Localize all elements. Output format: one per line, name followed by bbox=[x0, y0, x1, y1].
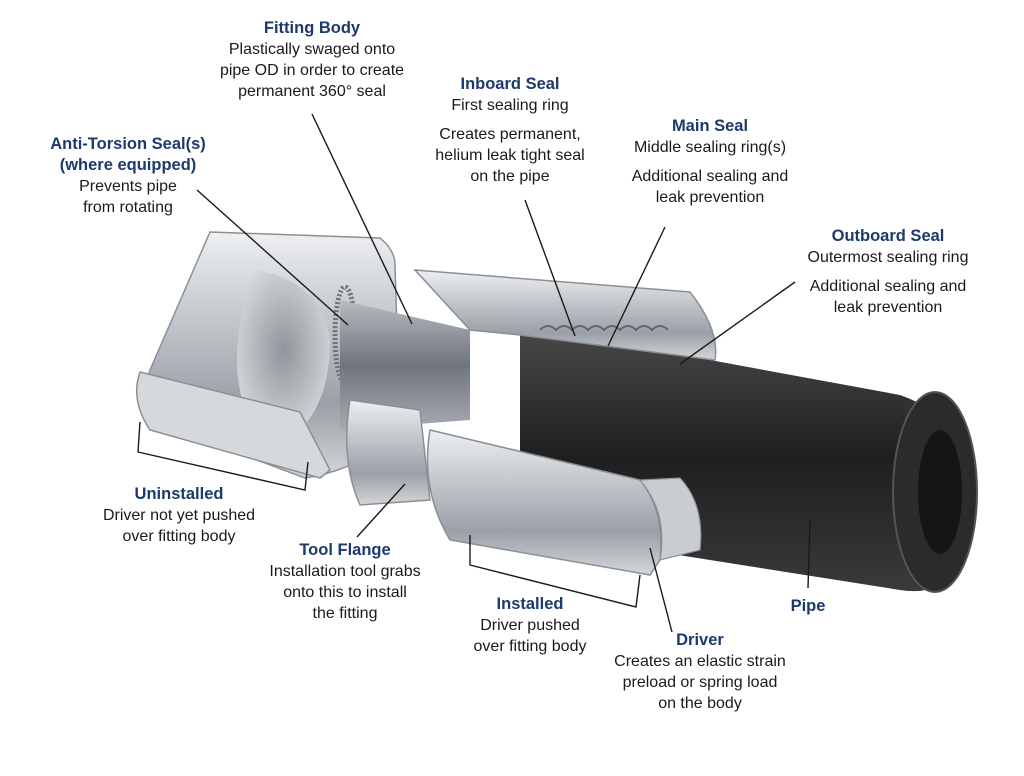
seal-ridges bbox=[539, 325, 669, 332]
driver-line-2: preload or spring load bbox=[622, 674, 778, 691]
label-uninstalled: Uninstalled Driver not yet pushed over f… bbox=[88, 484, 270, 547]
label-pipe: Pipe bbox=[778, 596, 838, 617]
fitting-body-bore bbox=[237, 270, 330, 430]
anti-torsion-line-1: Prevents pipe bbox=[79, 178, 177, 195]
main-seal-title: Main Seal bbox=[671, 117, 749, 135]
anti-torsion-title-2: (where equipped) bbox=[59, 156, 197, 174]
label-main-seal: Main Seal Middle sealing ring(s) Additio… bbox=[615, 116, 805, 208]
fitting-body-line-3: permanent 360° seal bbox=[238, 83, 386, 100]
label-inboard-seal: Inboard Seal First sealing ring Creates … bbox=[420, 74, 600, 187]
label-installed: Installed Driver pushed over fitting bod… bbox=[455, 594, 605, 657]
outboard-seal-title: Outboard Seal bbox=[831, 227, 945, 245]
main-seal-line-1: Middle sealing ring(s) bbox=[633, 139, 787, 156]
tool-flange-line-2: onto this to install bbox=[283, 584, 407, 601]
seal-housing bbox=[413, 269, 717, 361]
tool-flange-line-3: the fitting bbox=[312, 605, 378, 622]
installed-title: Installed bbox=[496, 595, 564, 613]
label-driver: Driver Creates an elastic strain preload… bbox=[600, 630, 800, 714]
driver-title: Driver bbox=[676, 631, 724, 649]
inboard-seal-desc-3: on the pipe bbox=[470, 168, 550, 185]
label-tool-flange: Tool Flange Installation tool grabs onto… bbox=[252, 540, 438, 624]
outboard-seal-desc-2: leak prevention bbox=[833, 299, 943, 316]
driver-installed-shape bbox=[426, 429, 662, 576]
driver-line-3: on the body bbox=[658, 695, 742, 712]
outboard-seal-line-1: Outermost sealing ring bbox=[807, 249, 969, 266]
pipe-bore bbox=[918, 430, 962, 554]
tool-flange-shape bbox=[345, 399, 431, 506]
tool-flange-line-1: Installation tool grabs bbox=[269, 563, 421, 580]
driver-installed-lip bbox=[638, 477, 702, 561]
inboard-seal-line-1: First sealing ring bbox=[451, 97, 569, 114]
main-seal-desc-2: leak prevention bbox=[655, 189, 765, 206]
anti-torsion-line-2: from rotating bbox=[83, 199, 173, 216]
leader-lines bbox=[137, 113, 811, 633]
outboard-seal-desc-1: Additional sealing and bbox=[809, 278, 967, 295]
anti-torsion-title-1: Anti-Torsion Seal(s) bbox=[50, 135, 206, 153]
fitting-body-title: Fitting Body bbox=[263, 19, 361, 37]
driver-uninstalled-shape bbox=[135, 371, 331, 479]
fitting-body-line-1: Plastically swaged onto bbox=[228, 41, 396, 58]
label-fitting-body: Fitting Body Plastically swaged onto pip… bbox=[212, 18, 412, 102]
uninstalled-title: Uninstalled bbox=[134, 485, 224, 503]
installed-line-1: Driver pushed bbox=[480, 617, 580, 634]
driver-line-1: Creates an elastic strain bbox=[614, 653, 786, 670]
fitting-body-line-2: pipe OD in order to create bbox=[219, 62, 405, 79]
installed-line-2: over fitting body bbox=[473, 638, 587, 655]
tool-flange-title: Tool Flange bbox=[299, 541, 391, 559]
pipe-title: Pipe bbox=[790, 597, 826, 615]
label-outboard-seal: Outboard Seal Outermost sealing ring Add… bbox=[790, 226, 986, 318]
inboard-seal-desc-2: helium leak tight seal bbox=[435, 147, 585, 164]
uninstalled-line-2: over fitting body bbox=[122, 528, 236, 545]
label-anti-torsion: Anti-Torsion Seal(s) (where equipped) Pr… bbox=[38, 134, 218, 218]
fitting-neck bbox=[340, 300, 470, 430]
inboard-seal-desc-1: Creates permanent, bbox=[439, 126, 581, 143]
main-seal-desc-1: Additional sealing and bbox=[631, 168, 789, 185]
uninstalled-line-1: Driver not yet pushed bbox=[102, 507, 256, 524]
inboard-seal-title: Inboard Seal bbox=[460, 75, 560, 93]
